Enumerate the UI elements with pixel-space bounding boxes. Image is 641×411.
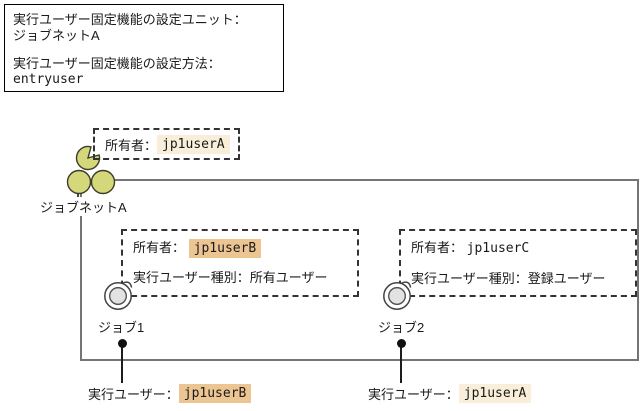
job1-exec-user-label: 実行ユーザー： — [88, 387, 179, 402]
spacer — [13, 44, 275, 56]
job2-exec-type-row: 実行ユーザー種別：登録ユーザー — [411, 271, 606, 286]
job2-info-box: 所有者： jp1userC 実行ユーザー種別：登録ユーザー — [399, 229, 637, 297]
jobnet-icon — [66, 145, 116, 195]
jobnet-owner-value: jp1userA — [157, 134, 230, 154]
job2-exec-user-value: jp1userA — [458, 384, 532, 403]
job1-icon — [104, 281, 133, 310]
job1-info-box: 所有者： jp1userB 実行ユーザー種別：所有ユーザー — [121, 229, 359, 297]
job1-exec-user-value: jp1userB — [178, 384, 252, 403]
job1-owner-value: jp1userB — [188, 239, 262, 258]
setting-unit-label: 実行ユーザー固定機能の設定ユニット： — [13, 12, 247, 27]
job2-label: ジョブ2 — [376, 317, 427, 336]
job2-owner-label: 所有者： — [411, 240, 464, 255]
job2-exec-user: 実行ユーザー： jp1userA — [368, 384, 532, 403]
jobnet-owner-label: 所有者： — [105, 137, 158, 153]
job2-icon — [383, 281, 412, 310]
job1-exec-type-row: 実行ユーザー種別：所有ユーザー — [133, 270, 328, 285]
job1-owner-row: 所有者： jp1userB — [133, 233, 357, 263]
jobnet-label: ジョブネットA — [38, 197, 129, 216]
job2-exec-user-label: 実行ユーザー： — [368, 387, 459, 402]
jobnet-frame — [80, 179, 639, 361]
setting-method-label: 実行ユーザー固定機能の設定方法： — [13, 56, 221, 71]
setting-info-box: 実行ユーザー固定機能の設定ユニット： ジョブネットA 実行ユーザー固定機能の設定… — [4, 4, 284, 92]
job2-owner-row: 所有者： jp1userC — [411, 233, 635, 264]
job1-owner-label: 所有者： — [133, 240, 186, 255]
job2-owner-value: jp1userC — [466, 241, 530, 256]
jobnet-owner-callout: 所有者： jp1userA — [93, 128, 240, 160]
job1-connector-line — [121, 343, 123, 383]
jobnet-callout-leader — [77, 192, 79, 199]
job1-label: ジョブ1 — [96, 317, 147, 336]
job1-exec-user: 実行ユーザー： jp1userB — [88, 384, 252, 403]
job2-connector-dot — [397, 339, 406, 348]
setting-unit-value: ジョブネットA — [13, 28, 100, 43]
setting-method-value: entryuser — [13, 72, 84, 87]
job1-connector-dot — [118, 339, 127, 348]
job2-connector-line — [400, 343, 402, 383]
